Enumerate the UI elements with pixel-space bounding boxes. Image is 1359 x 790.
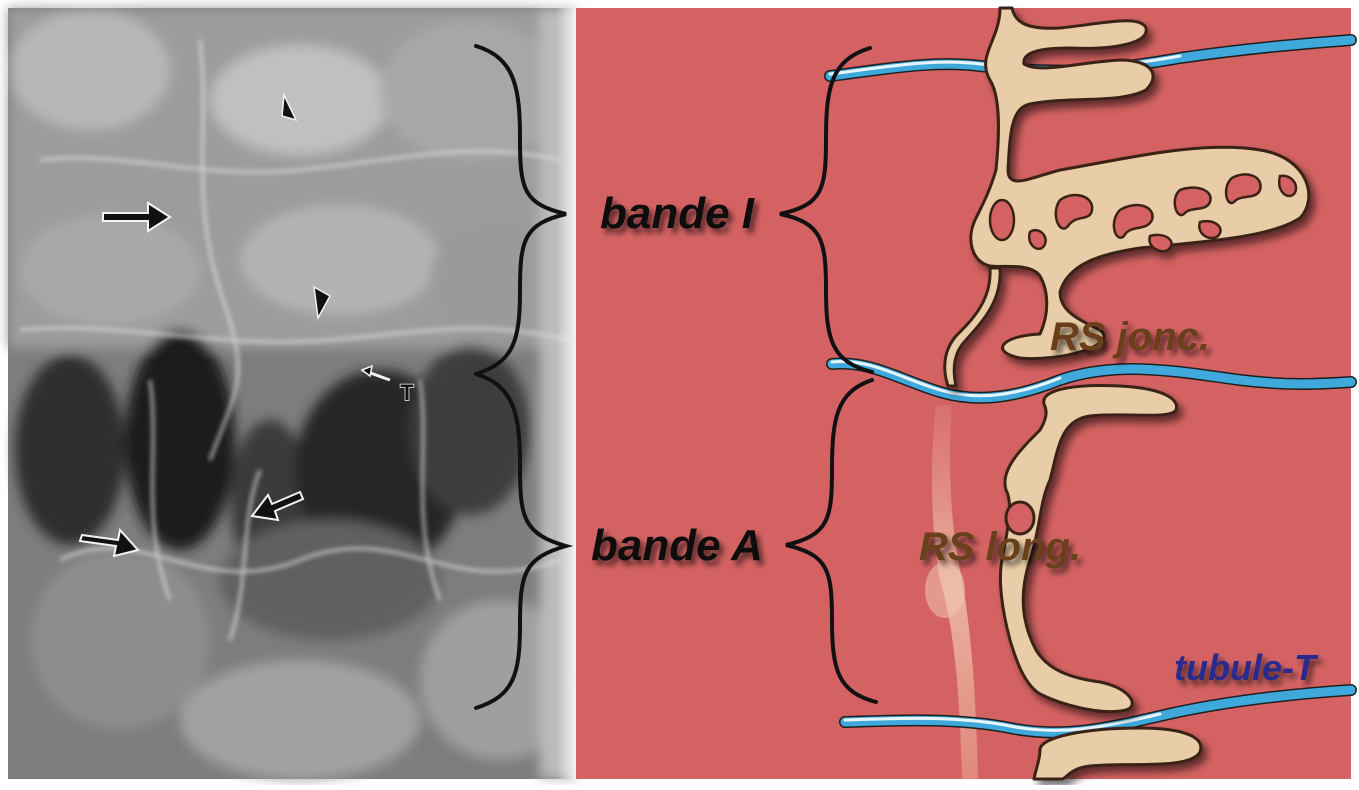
micrograph-panel: T [8,8,580,780]
band-i-label: bande I [600,189,755,238]
micrograph-t-label: T [400,380,414,405]
faded-reticulum-node [925,562,965,618]
panel-divider-fade [556,8,576,779]
rs-longitudinal-label: RS long. [919,525,1081,569]
schematic-panel: RS jonc. RS long. tubule-T [576,8,1351,779]
t-tubule-label: tubule-T [1174,647,1319,688]
band-a-label: bande A [591,521,763,570]
rs-junctional-label: RS jonc. [1050,315,1210,359]
